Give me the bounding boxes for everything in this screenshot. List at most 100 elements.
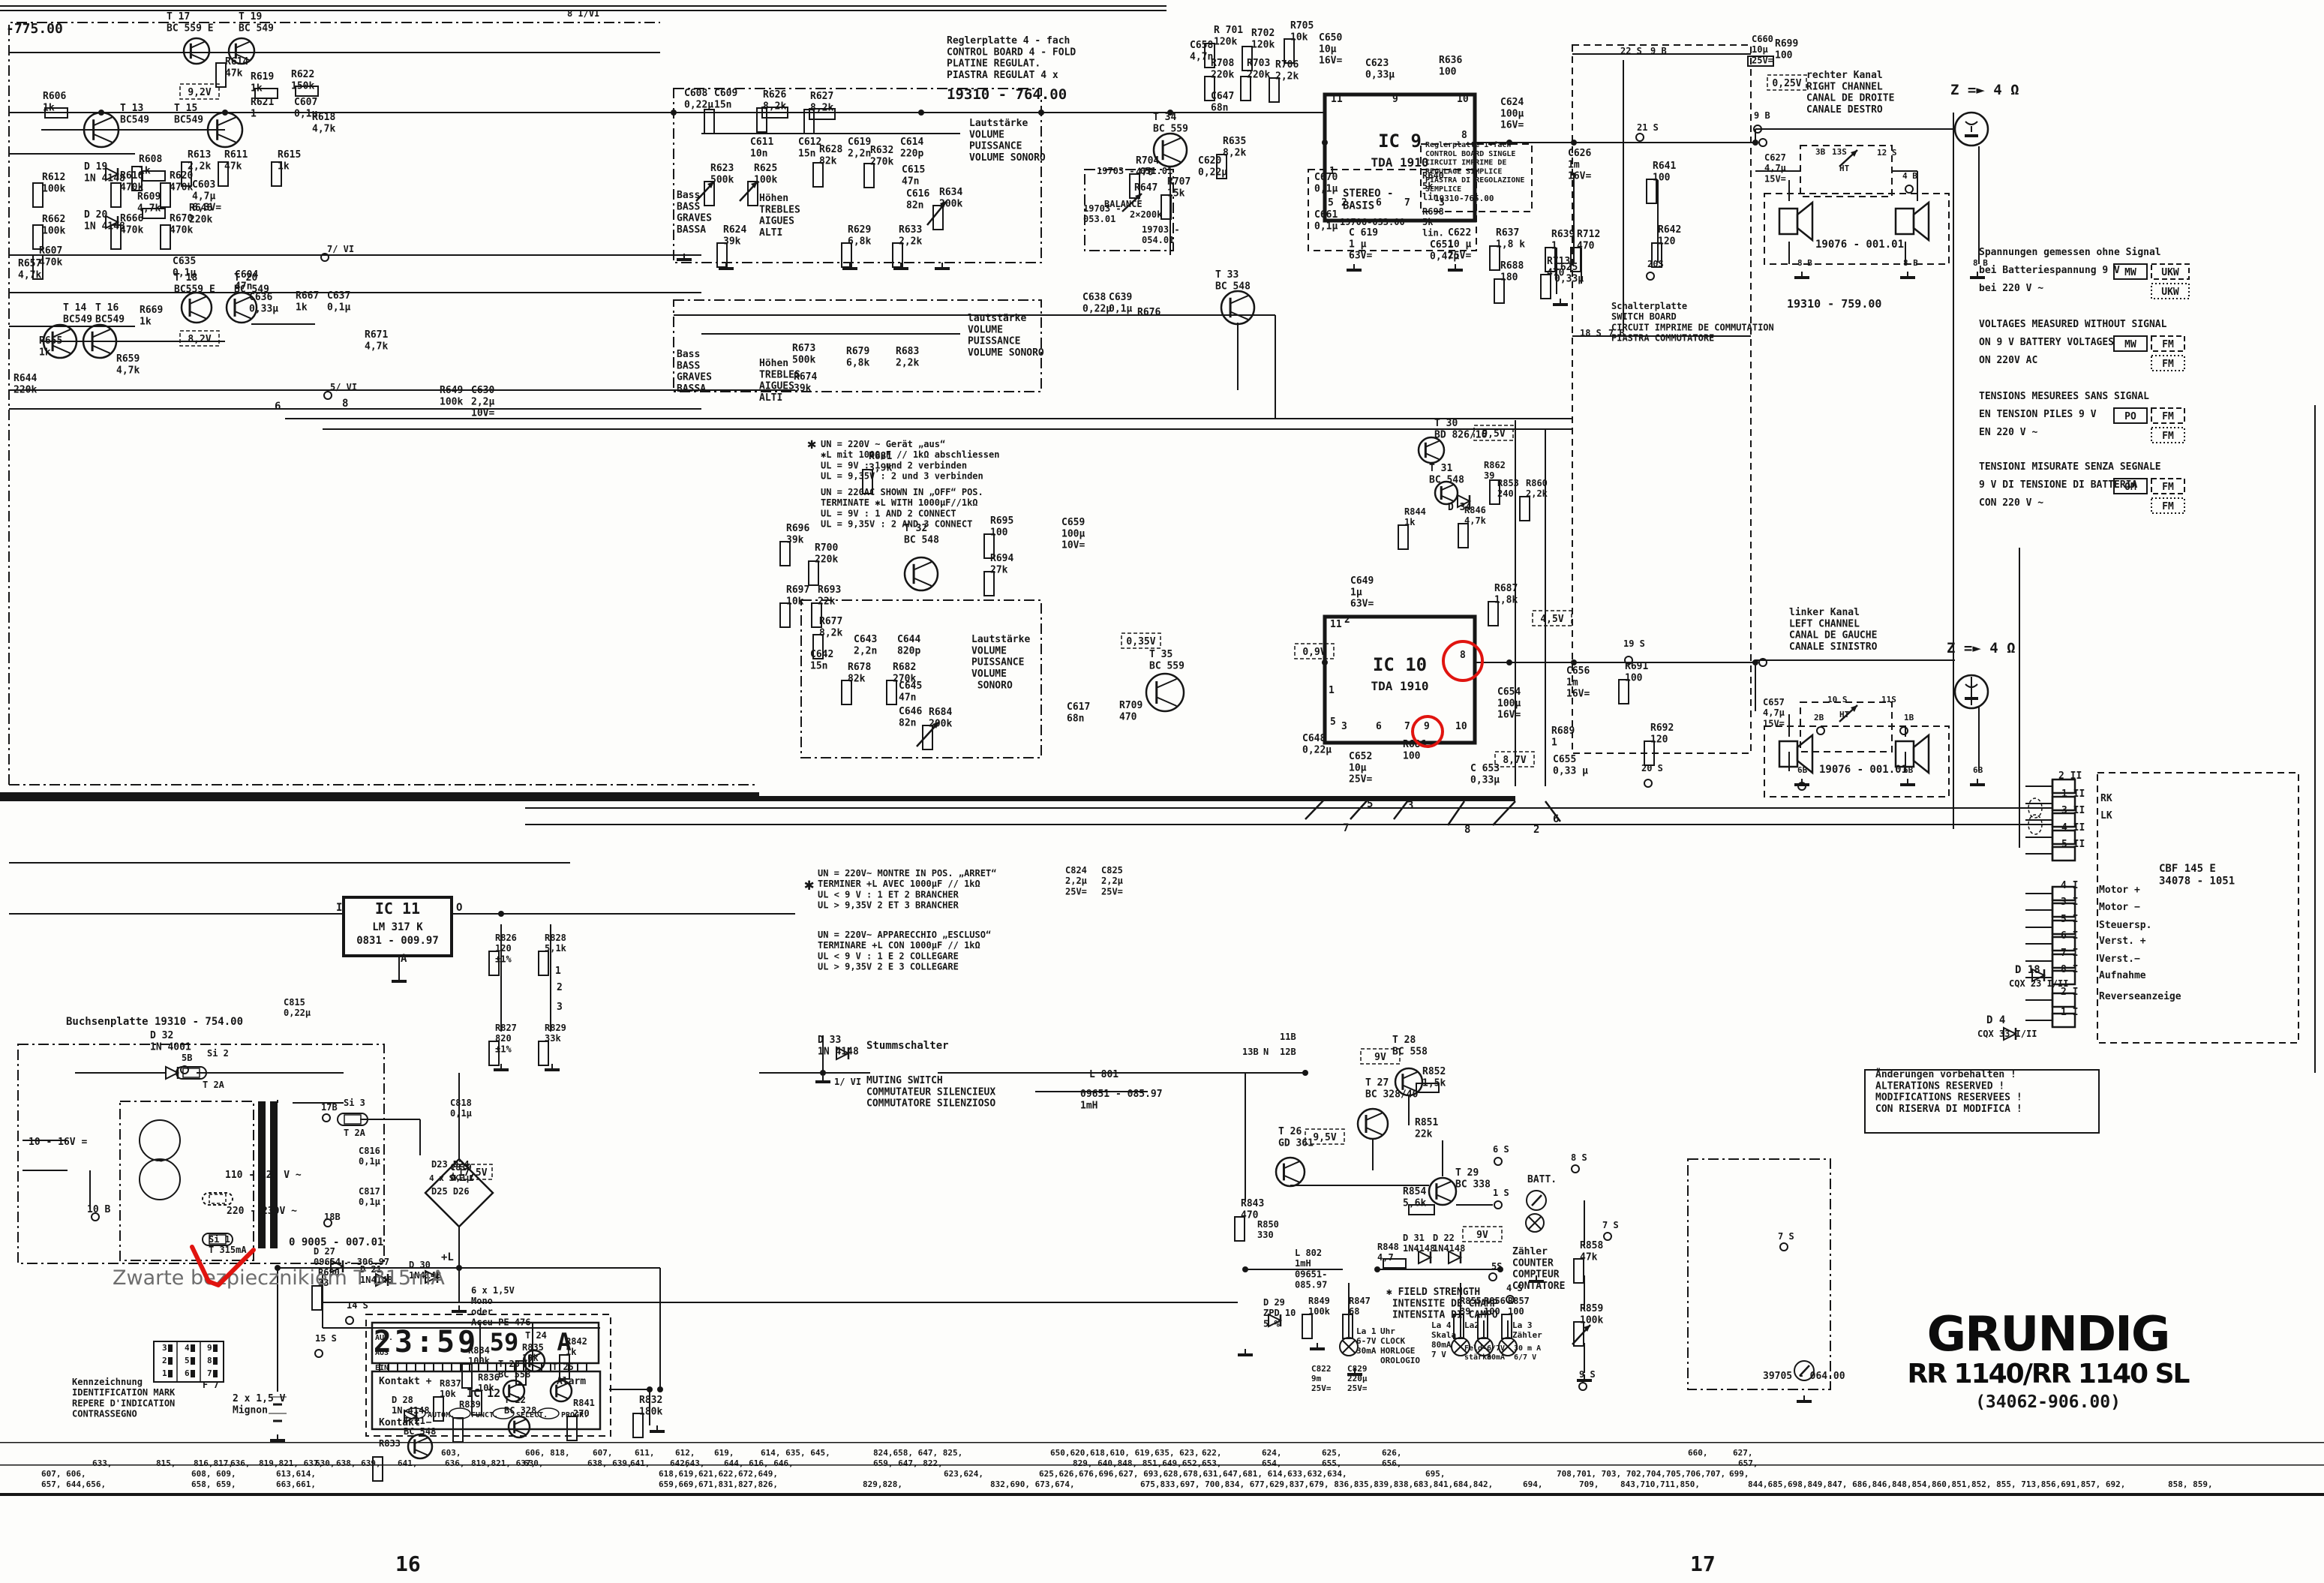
schematic-label: 1 bbox=[1329, 166, 1335, 177]
schematic-label: 4 I bbox=[2061, 880, 2078, 891]
schematic-label: 6 bbox=[1376, 197, 1382, 209]
schematic-label: R647 bbox=[1134, 182, 1157, 194]
strip-entry: 654, bbox=[1262, 1458, 1282, 1468]
strip-entry: 660, bbox=[1688, 1448, 1708, 1458]
schematic-label: 11 bbox=[1331, 94, 1343, 105]
schematic-label: 9 bbox=[207, 1343, 212, 1353]
strip-entry: 612, bbox=[675, 1448, 695, 1458]
strip-entry: 623,624, bbox=[944, 1469, 983, 1479]
schematic-label: bei Batteriespannung 9 V bbox=[1979, 265, 2120, 276]
schematic-label: 11 bbox=[1330, 619, 1342, 630]
clock-btn-autom[interactable]: AUTOM. bbox=[428, 1411, 455, 1419]
schematic-label: HT bbox=[1839, 164, 1850, 173]
schematic-label: STEREO -BASIS bbox=[1343, 188, 1393, 212]
schematic-label: 220 - 230V ~ bbox=[227, 1206, 297, 1217]
schematic-label: 8 S bbox=[1571, 1152, 1587, 1163]
component-glyphs-layer: ~ bbox=[32, 37, 2076, 1482]
schematic-label: 2×200k bbox=[1130, 209, 1163, 220]
schematic-label: D 18 bbox=[2015, 964, 2040, 976]
strip-entry: 832,690, 673,674, bbox=[990, 1479, 1075, 1489]
band-badge-fm bbox=[2151, 355, 2185, 371]
band-badge-fm bbox=[2151, 335, 2185, 352]
schematic-label: 3B bbox=[1815, 147, 1826, 157]
schematic-label: CQX 23 I/II bbox=[2009, 978, 2068, 989]
schematic-label: 110 - 127 V ~ bbox=[225, 1170, 302, 1181]
part-number: (34062-906.00) bbox=[1975, 1392, 2121, 1412]
schematic-label: 1 S bbox=[1493, 1188, 1509, 1198]
strip-entry: 633, bbox=[92, 1458, 113, 1468]
schematic-label: 9 bbox=[1392, 94, 1398, 105]
schematic-label: 8 B bbox=[1797, 258, 1812, 268]
schematic-label: 3 bbox=[162, 1343, 167, 1353]
schematic-label: 7 B bbox=[1608, 328, 1625, 338]
clock-btn-funct[interactable]: FUNCT. bbox=[471, 1411, 498, 1419]
schematic-label: 1 bbox=[162, 1368, 167, 1378]
voltage-callouts-layer: 9V9,5V9V4,5V8,7V0,35V0,25V17,5V9,5V9,2V8… bbox=[179, 74, 1807, 1242]
strip-entry: 653, bbox=[1202, 1458, 1222, 1468]
schematic-label: Z =► 4 Ω bbox=[1947, 640, 2016, 656]
schematic-label: 10 bbox=[1457, 94, 1469, 105]
strip-entry: 695, bbox=[1425, 1469, 1446, 1479]
schematic-label: I bbox=[336, 902, 342, 914]
strip-entry: 638, 639, bbox=[587, 1458, 632, 1468]
schematic-label: HT bbox=[1839, 710, 1850, 719]
schematic-label: 19703 -053.01 bbox=[1083, 203, 1121, 224]
strip-entry: 657, bbox=[1738, 1458, 1758, 1468]
schematic-label: VOLTAGES MEASURED WITHOUT SIGNAL bbox=[1979, 319, 2167, 330]
schematic-label: ✱ bbox=[804, 876, 814, 894]
voltage-callout-text: 0,9V bbox=[1302, 647, 1326, 658]
schematic-label: 3 bbox=[557, 1002, 563, 1013]
schematic-label: 3 bbox=[1407, 800, 1413, 812]
schematic-label: +L bbox=[441, 1251, 454, 1263]
band-badge-text: MW bbox=[2124, 267, 2136, 278]
strip-entry: 627, bbox=[1733, 1448, 1753, 1458]
clock-btn-select[interactable]: SELECT. bbox=[516, 1411, 548, 1419]
band-badge-text: PO bbox=[2124, 411, 2136, 422]
strip-entry: 844,685,698,849,847, 686,846,848,854,860… bbox=[1748, 1479, 2125, 1489]
voltage-callout-text: 0,35V bbox=[1126, 636, 1155, 647]
clock-btn-progr[interactable]: PROGR. bbox=[561, 1411, 588, 1419]
schematic-label: 19706-033.00 bbox=[1340, 217, 1405, 227]
voltage-callout-text: 17,5V bbox=[458, 1167, 487, 1179]
band-badge-text: OM bbox=[2124, 482, 2136, 493]
schematic-label: 6 bbox=[1553, 813, 1559, 825]
schematic-label: 22 S bbox=[1620, 46, 1642, 56]
schematic-label: 9 B bbox=[1650, 46, 1667, 56]
